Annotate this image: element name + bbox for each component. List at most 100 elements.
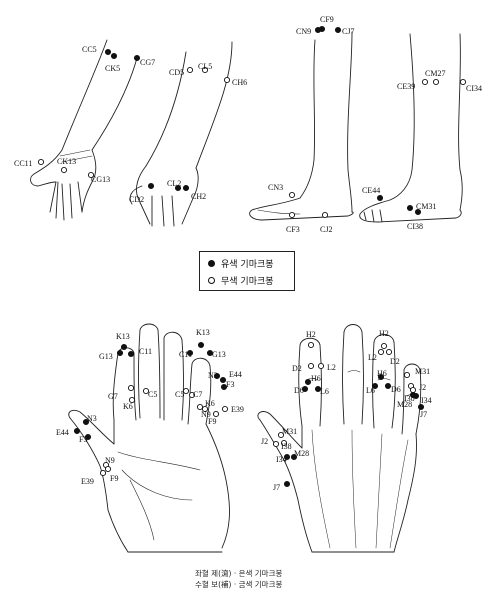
acupoint-filled-dot bbox=[301, 385, 309, 393]
legend-filled-row: 유색 기마크봉 bbox=[200, 255, 294, 272]
acupoint-label: CE39 bbox=[397, 82, 415, 91]
acupoint-filled-dot bbox=[174, 184, 182, 192]
acupoint-filled-dot bbox=[213, 372, 221, 380]
acupoint-hollow-dot bbox=[277, 431, 285, 439]
acupoint-filled-dot bbox=[384, 382, 392, 390]
acupoint-label: CE44 bbox=[362, 186, 380, 195]
acupoint-label: CN9 bbox=[296, 27, 311, 36]
filled-dot-icon bbox=[208, 260, 215, 267]
acupoint-hollow-dot bbox=[321, 211, 329, 219]
acupoint-label: CG13 bbox=[91, 175, 110, 184]
acupoint-label: CF9 bbox=[320, 15, 334, 24]
acupoint-filled-dot bbox=[417, 403, 425, 411]
acupoint-hollow-dot bbox=[128, 396, 136, 404]
acupoint-hollow-dot bbox=[223, 76, 231, 84]
acupoint-label: CL5 bbox=[198, 62, 212, 71]
acupoint-filled-dot bbox=[304, 378, 312, 386]
acupoint-label: J7 bbox=[273, 483, 280, 492]
acupoint-label: J2 bbox=[419, 383, 426, 392]
acupoint-label: G13 bbox=[99, 352, 113, 361]
acupoint-hollow-dot bbox=[201, 405, 209, 413]
acupoint-label: I38 bbox=[404, 394, 415, 403]
acupoint-label: D6 bbox=[391, 385, 401, 394]
acupoint-filled-dot bbox=[206, 349, 214, 357]
acupoint-label: CD5 bbox=[169, 68, 184, 77]
acupoint-filled-dot bbox=[414, 208, 422, 216]
acupoint-label: CI38 bbox=[407, 222, 423, 231]
acupoint-hollow-dot bbox=[280, 439, 288, 447]
acupoint-filled-dot bbox=[377, 373, 385, 381]
acupoint-label: M31 bbox=[282, 427, 297, 436]
acupoint-hollow-dot bbox=[459, 78, 467, 86]
acupoint-label: CF3 bbox=[286, 225, 300, 234]
acupoint-hollow-dot bbox=[403, 371, 411, 379]
acupoint-label: F3 bbox=[79, 435, 87, 444]
acupoint-label: CL2 bbox=[167, 179, 181, 188]
left-leg-drawing bbox=[249, 31, 354, 221]
acupoint-label: M31 bbox=[415, 367, 430, 376]
acupoint-hollow-dot bbox=[182, 387, 190, 395]
acupoint-hollow-dot bbox=[307, 341, 315, 349]
acupoint-hollow-dot bbox=[307, 362, 315, 370]
hollow-dot-icon bbox=[208, 277, 215, 284]
acupoint-filled-dot bbox=[334, 26, 342, 34]
acupoint-filled-dot bbox=[186, 349, 194, 357]
acupoint-label: C5 bbox=[148, 390, 157, 399]
acupoint-hollow-dot bbox=[87, 171, 95, 179]
acupoint-label: CC5 bbox=[82, 45, 97, 54]
legend-hollow-row: 무색 기마크봉 bbox=[200, 272, 294, 289]
acupoint-filled-dot bbox=[197, 341, 205, 349]
acupoint-label: L2 bbox=[327, 363, 336, 372]
acupoint-label: D6 bbox=[294, 386, 304, 395]
acupoint-hollow-dot bbox=[272, 440, 280, 448]
acupoint-filled-dot bbox=[182, 184, 190, 192]
acupoint-label: E44 bbox=[229, 370, 242, 379]
acupoint-hollow-dot bbox=[385, 348, 393, 356]
acupoint-filled-dot bbox=[127, 350, 135, 358]
acupoint-label: G7 bbox=[108, 392, 118, 401]
acupoint-hollow-dot bbox=[196, 403, 204, 411]
legend-filled-label: 유색 기마크봉 bbox=[221, 260, 274, 270]
acupoint-filled-dot bbox=[104, 48, 112, 56]
left-arm-drawing bbox=[30, 39, 138, 221]
acupoint-label: E39 bbox=[81, 477, 94, 486]
acupoint-label: CJ2 bbox=[320, 225, 332, 234]
acupoint-label: I34 bbox=[421, 396, 432, 405]
acupoint-hollow-dot bbox=[380, 342, 388, 350]
acupoint-filled-dot bbox=[82, 418, 90, 426]
acupoint-label: N3 bbox=[208, 371, 218, 380]
acupoint-hollow-dot bbox=[409, 386, 417, 394]
right-leg-drawing bbox=[359, 33, 463, 223]
acupoint-hollow-dot bbox=[104, 465, 112, 473]
acupoint-hollow-dot bbox=[37, 158, 45, 166]
acupoint-filled-dot bbox=[73, 427, 81, 435]
acupoint-filled-dot bbox=[314, 26, 322, 34]
acupoint-label: L6 bbox=[320, 387, 329, 396]
acupoint-filled-dot bbox=[314, 385, 322, 393]
acupoint-hollow-dot bbox=[221, 405, 229, 413]
acupoint-label: C5 bbox=[175, 390, 184, 399]
acupoint-filled-dot bbox=[133, 54, 141, 62]
acupoint-hollow-dot bbox=[201, 66, 209, 74]
acupoint-filled-dot bbox=[283, 453, 291, 461]
acupoint-hollow-dot bbox=[127, 384, 135, 392]
acupoint-label: CM27 bbox=[425, 69, 445, 78]
acupoint-label: N9 bbox=[201, 410, 211, 419]
acupoint-filled-dot bbox=[283, 480, 291, 488]
acupoint-label: H2 bbox=[379, 329, 389, 338]
acupoint-hollow-dot bbox=[432, 78, 440, 86]
acupoint-label: L2 bbox=[368, 353, 377, 362]
acupoint-filled-dot bbox=[371, 382, 379, 390]
acupoint-label: CD2 bbox=[129, 195, 144, 204]
acupoint-label: K6 bbox=[123, 402, 133, 411]
acupoint-filled-dot bbox=[406, 204, 414, 212]
acupoint-label: CM31 bbox=[416, 202, 436, 211]
acupoint-filled-dot bbox=[110, 52, 118, 60]
acupoint-hollow-dot bbox=[188, 391, 196, 399]
acupoint-label: C11 bbox=[139, 347, 152, 356]
acupoint-label: M28 bbox=[294, 449, 309, 458]
acupoint-label: D2 bbox=[390, 357, 400, 366]
legend: 유색 기마크봉 무색 기마크봉 bbox=[199, 251, 295, 291]
acupoint-label: N9 bbox=[105, 456, 115, 465]
